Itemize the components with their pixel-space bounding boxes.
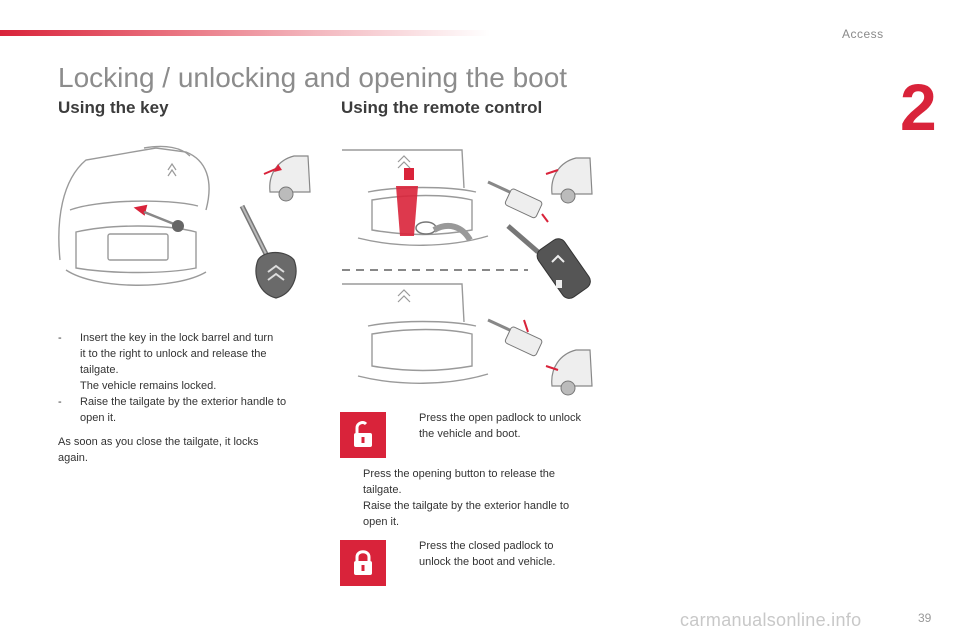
key-in-lock-icon — [143, 210, 184, 232]
pointer-beam — [396, 186, 418, 236]
watermark: carmanualsonline.info — [680, 610, 862, 630]
header-gradient-bar — [0, 30, 490, 36]
remote-step-1-line-1: Press the opening button to release the — [363, 468, 556, 480]
closed-padlock-icon — [354, 550, 372, 575]
section-name: Access — [842, 27, 884, 41]
key-icon — [239, 204, 297, 299]
key-illustration — [56, 140, 318, 306]
unlock-line-1: Press the open padlock to unlock — [419, 412, 582, 424]
dash-marker: - — [58, 332, 62, 344]
car-thumbnail-bottom — [545, 349, 593, 396]
remote-step-1: Press the opening button to release the … — [341, 466, 611, 498]
key-step-1: - Insert the key in the lock barrel and … — [58, 330, 320, 394]
remote-key-small-icon — [487, 180, 549, 223]
boot-button-highlight — [404, 168, 414, 180]
remote-illustration — [338, 140, 604, 402]
open-padlock-box — [340, 412, 386, 458]
remote-step-2-line-1: Raise the tailgate by the exterior handl… — [363, 500, 570, 512]
car-thumbnail-top — [545, 157, 593, 204]
key-step-2: - Raise the tailgate by the exterior han… — [58, 394, 320, 426]
remote-key-lock-icon — [487, 318, 543, 357]
key-step-1-line-1: Insert the key in the lock barrel and tu… — [80, 332, 274, 344]
key-note-line-1: As soon as you close the tailgate, it lo… — [58, 436, 259, 448]
key-step-1-line-4: The vehicle remains locked. — [80, 380, 217, 392]
key-step-1-line-3: tailgate. — [80, 364, 119, 376]
lock-line-2: unlock the boot and vehicle. — [419, 556, 556, 568]
closed-padlock-box — [340, 540, 386, 586]
remote-key-large-icon — [506, 224, 591, 299]
key-step-1-line-2: it to the right to unlock and release th… — [80, 348, 267, 360]
open-padlock-icon — [354, 421, 372, 447]
car-body-outline — [58, 147, 210, 261]
lock-instruction: Press the closed padlock to unlock the b… — [397, 538, 607, 570]
lock-line-1: Press the closed padlock to — [419, 540, 554, 552]
page-title: Locking / unlocking and opening the boot — [58, 62, 568, 93]
key-instructions: - Insert the key in the lock barrel and … — [58, 330, 320, 426]
key-section-heading: Using the key — [58, 98, 169, 117]
chapter-number: 2 — [900, 70, 937, 144]
dash-marker: - — [58, 396, 62, 408]
page-number: 39 — [918, 611, 932, 625]
car-thumbnail — [263, 155, 311, 202]
remote-step-2: Raise the tailgate by the exterior handl… — [341, 498, 611, 530]
unlock-instruction: Press the open padlock to unlock the veh… — [397, 410, 607, 442]
remote-section-heading: Using the remote control — [341, 98, 543, 117]
key-note-line-2: again. — [58, 452, 88, 464]
key-step-2-line-1: Raise the tailgate by the exterior handl… — [80, 396, 287, 408]
unlock-line-2: the vehicle and boot. — [419, 428, 521, 440]
remote-step-1-line-2: tailgate. — [363, 484, 402, 496]
remote-instructions: Press the opening button to release the … — [341, 466, 611, 530]
key-step-2-line-2: open it. — [80, 412, 117, 424]
hand-illustration — [432, 222, 473, 242]
remote-step-2-line-2: open it. — [363, 516, 400, 528]
key-note: As soon as you close the tailgate, it lo… — [58, 434, 320, 466]
